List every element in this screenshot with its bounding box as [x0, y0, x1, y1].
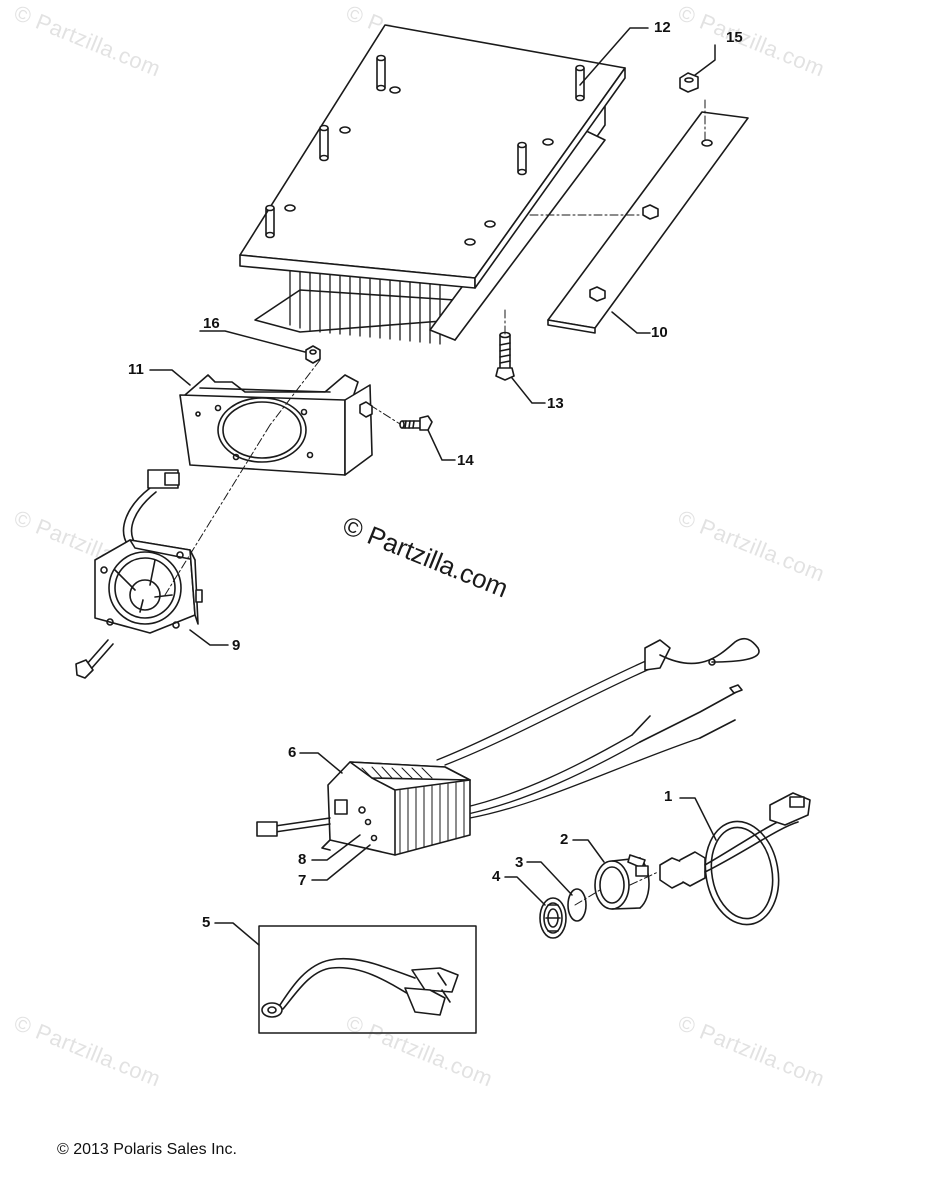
callout-1: 1	[664, 788, 673, 805]
harness-inset	[258, 925, 477, 1034]
receptacle-housing	[594, 854, 650, 910]
callout-10: 10	[651, 324, 668, 341]
nut-16	[305, 345, 321, 364]
nut-15	[679, 72, 699, 93]
mounting-stud	[265, 54, 585, 239]
module-fins	[361, 766, 465, 854]
fan-bracket	[179, 374, 373, 476]
callout-4: 4	[492, 868, 501, 885]
callout-3: 3	[515, 854, 524, 871]
charger-module	[256, 637, 760, 856]
callout-2: 2	[560, 831, 569, 848]
charge-port-cable	[659, 792, 811, 926]
callout-6: 6	[288, 744, 297, 761]
copyright-notice: © 2013 Polaris Sales Inc.	[57, 1141, 237, 1158]
mounting-bracket-strip	[547, 111, 749, 334]
seal	[567, 888, 587, 922]
callout-15: 15	[726, 29, 743, 46]
callout-12: 12	[654, 19, 671, 36]
callout-7: 7	[298, 872, 307, 889]
callout-13: 13	[547, 395, 564, 412]
heat-sink-fins	[289, 267, 441, 345]
fan-screw	[75, 639, 114, 679]
leader-lines	[149, 27, 717, 946]
alignment-lines	[164, 99, 706, 906]
callout-5: 5	[202, 914, 211, 931]
screw-13	[495, 331, 515, 381]
callout-14: 14	[457, 452, 474, 469]
cap	[539, 897, 567, 939]
callout-9: 9	[232, 637, 241, 654]
callout-11: 11	[128, 361, 144, 378]
cooling-fan	[94, 469, 203, 634]
screw-14	[399, 415, 433, 431]
callout-8: 8	[298, 851, 307, 868]
heat-sink-assembly	[239, 24, 626, 345]
callout-16: 16	[203, 315, 220, 332]
